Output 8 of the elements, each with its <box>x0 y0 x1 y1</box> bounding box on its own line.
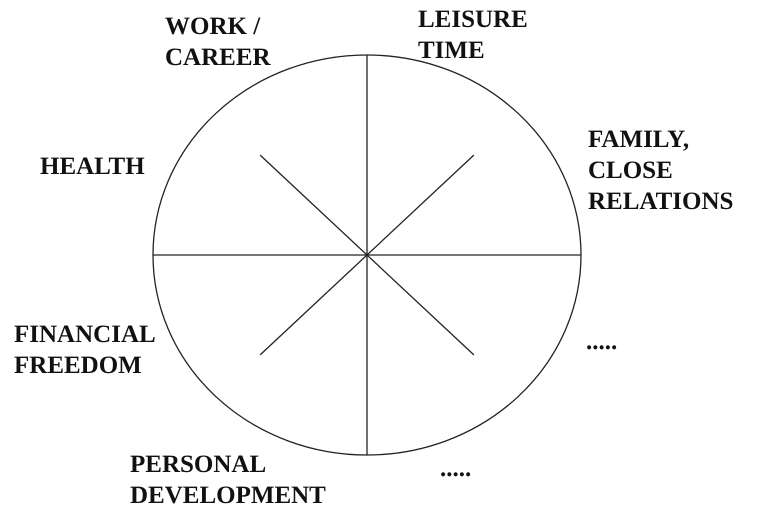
sector-label: FAMILY, CLOSE RELATIONS <box>588 125 734 217</box>
sector-label: ..... <box>586 327 618 357</box>
sector-label: PERSONAL DEVELOPMENT <box>130 450 327 511</box>
sector-label: LEISURE TIME <box>418 5 529 66</box>
sector-label: FINANCIAL FREEDOM <box>14 320 156 381</box>
sector-label: WORK / CAREER <box>165 12 272 73</box>
sector-label: HEALTH <box>40 152 146 182</box>
sector-label: ..... <box>440 454 472 484</box>
